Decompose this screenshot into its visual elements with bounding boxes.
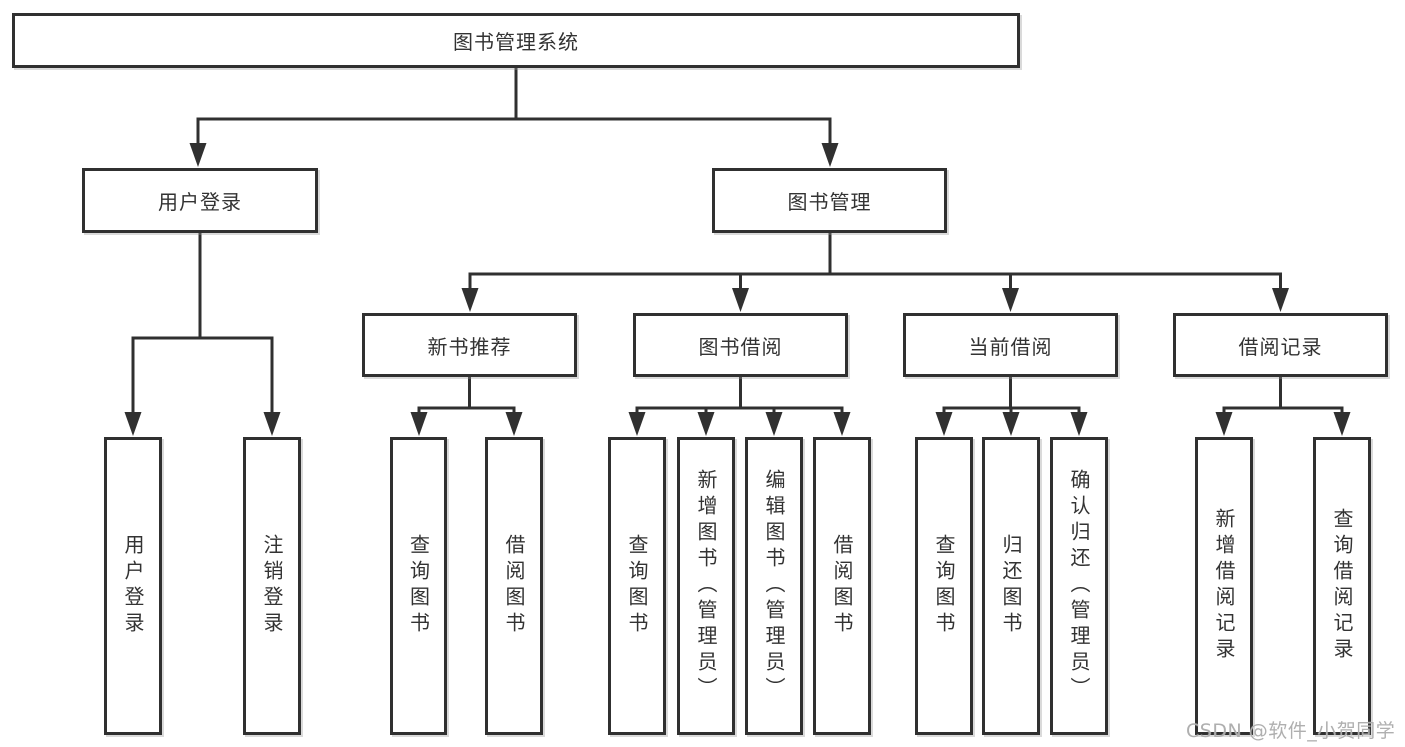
leaf-return-book: 归还图书 bbox=[982, 437, 1040, 735]
leaf-query-books-current: 查询图书 bbox=[915, 437, 973, 735]
leaf-confirm-return-admin: 确认归还（管理员） bbox=[1050, 437, 1108, 735]
node-user-login: 用户登录 bbox=[82, 168, 318, 233]
leaf-add-borrow-record: 新增借阅记录 bbox=[1195, 437, 1253, 735]
leaf-user-login: 用户登录 bbox=[104, 437, 162, 735]
leaf-query-borrow-record: 查询借阅记录 bbox=[1313, 437, 1371, 735]
node-new-book-recommend: 新书推荐 bbox=[362, 313, 577, 377]
node-library-system-root: 图书管理系统 bbox=[12, 13, 1020, 68]
leaf-edit-book-admin: 编辑图书（管理员） bbox=[745, 437, 803, 735]
node-book-borrowing: 图书借阅 bbox=[633, 313, 848, 377]
node-borrowing-records: 借阅记录 bbox=[1173, 313, 1388, 377]
leaf-add-book-admin: 新增图书（管理员） bbox=[677, 437, 735, 735]
node-book-management: 图书管理 bbox=[712, 168, 947, 233]
leaf-query-books-recommend: 查询图书 bbox=[390, 437, 447, 735]
leaf-borrow-books-recommend: 借阅图书 bbox=[485, 437, 543, 735]
node-current-borrowing: 当前借阅 bbox=[903, 313, 1118, 377]
arrowheads bbox=[124, 143, 1351, 436]
leaf-query-books-borrow: 查询图书 bbox=[608, 437, 666, 735]
leaf-borrow-books: 借阅图书 bbox=[813, 437, 871, 735]
leaf-logout: 注销登录 bbox=[243, 437, 301, 735]
csdn-watermark: CSDN @软件_小贺同学 bbox=[1186, 720, 1396, 742]
